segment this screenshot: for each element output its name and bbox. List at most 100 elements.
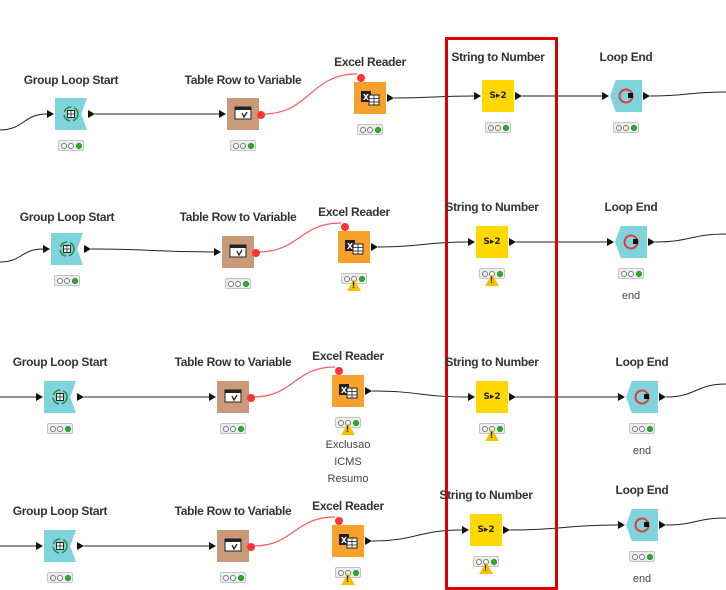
table-row-to-variable-icon[interactable] — [217, 381, 249, 413]
flow-variable-out-port[interactable] — [247, 394, 255, 402]
status-traffic-light[interactable] — [230, 140, 256, 151]
status-traffic-light[interactable] — [613, 122, 639, 133]
flow-variable-out-port[interactable] — [257, 111, 265, 119]
status-red-light — [49, 574, 56, 581]
input-port[interactable] — [209, 542, 216, 550]
status-traffic-light[interactable] — [54, 275, 80, 286]
output-port[interactable] — [387, 94, 394, 102]
node-annotation: end — [632, 573, 652, 585]
output-port[interactable] — [88, 110, 95, 118]
flow-variable-in-port[interactable] — [341, 223, 349, 231]
excel-reader-icon[interactable]: X — [338, 231, 370, 263]
variable-connection[interactable] — [262, 73, 358, 115]
data-connection[interactable] — [649, 91, 726, 97]
status-traffic-light[interactable] — [629, 423, 655, 434]
string-to-number-icon[interactable]: S▸2 — [476, 226, 508, 258]
input-port[interactable] — [43, 245, 50, 253]
flow-variable-in-port[interactable] — [335, 367, 343, 375]
status-traffic-light[interactable] — [220, 572, 246, 583]
data-connection[interactable] — [90, 248, 215, 253]
data-connection[interactable] — [665, 383, 726, 398]
status-traffic-light[interactable] — [58, 140, 84, 151]
warning-icon[interactable] — [485, 274, 499, 286]
warning-icon[interactable] — [485, 429, 499, 441]
string-to-number-icon[interactable]: S▸2 — [482, 80, 514, 112]
input-port[interactable] — [36, 542, 43, 550]
output-port[interactable] — [365, 387, 372, 395]
input-port[interactable] — [474, 92, 481, 100]
input-port[interactable] — [209, 393, 216, 401]
output-port[interactable] — [659, 521, 666, 529]
status-traffic-light[interactable] — [225, 278, 251, 289]
table-row-to-variable-icon[interactable] — [222, 236, 254, 268]
data-connection[interactable] — [371, 390, 469, 398]
output-port[interactable] — [659, 393, 666, 401]
output-port[interactable] — [77, 393, 84, 401]
data-connection[interactable] — [0, 113, 48, 131]
node-title: Table Row to Variable — [174, 504, 292, 518]
status-traffic-light[interactable] — [220, 423, 246, 434]
input-port[interactable] — [36, 393, 43, 401]
input-port[interactable] — [219, 110, 226, 118]
loop-end-icon[interactable] — [610, 80, 642, 112]
output-port[interactable] — [84, 245, 91, 253]
data-connection[interactable] — [654, 233, 726, 243]
status-traffic-light[interactable] — [47, 423, 73, 434]
output-port[interactable] — [515, 92, 522, 100]
status-red-light — [631, 425, 638, 432]
input-port[interactable] — [462, 526, 469, 534]
status-yellow-light — [628, 270, 634, 277]
warning-icon[interactable] — [341, 573, 355, 585]
flow-variable-in-port[interactable] — [335, 517, 343, 525]
loop-end-icon[interactable] — [626, 381, 658, 413]
input-port[interactable] — [214, 248, 221, 256]
flow-variable-out-port[interactable] — [252, 249, 260, 257]
string-to-number-icon[interactable]: S▸2 — [470, 514, 502, 546]
data-connection[interactable] — [377, 241, 469, 248]
string-to-number-icon[interactable]: S▸2 — [476, 381, 508, 413]
status-traffic-light[interactable] — [47, 572, 73, 583]
output-port[interactable] — [648, 238, 655, 246]
input-port[interactable] — [618, 521, 625, 529]
variable-connection[interactable] — [257, 222, 342, 253]
table-row-to-variable-icon[interactable] — [227, 98, 259, 130]
excel-reader-icon[interactable]: X — [332, 375, 364, 407]
output-port[interactable] — [509, 393, 516, 401]
flow-variable-out-port[interactable] — [247, 543, 255, 551]
status-traffic-light[interactable] — [629, 551, 655, 562]
input-port[interactable] — [47, 110, 54, 118]
variable-connection[interactable] — [252, 366, 336, 398]
status-green-light — [64, 425, 71, 432]
input-port[interactable] — [602, 92, 609, 100]
warning-icon[interactable] — [479, 562, 493, 574]
data-connection[interactable] — [665, 517, 726, 526]
data-connection[interactable] — [371, 529, 463, 542]
input-port[interactable] — [468, 238, 475, 246]
output-port[interactable] — [509, 238, 516, 246]
loop-end-icon[interactable] — [626, 509, 658, 541]
output-port[interactable] — [503, 526, 510, 534]
input-port[interactable] — [468, 393, 475, 401]
flow-variable-in-port[interactable] — [357, 74, 365, 82]
data-connection[interactable] — [393, 95, 475, 99]
output-port[interactable] — [643, 92, 650, 100]
variable-connection[interactable] — [252, 516, 336, 547]
data-connection[interactable] — [509, 524, 619, 531]
output-port[interactable] — [365, 537, 372, 545]
warning-icon[interactable] — [347, 279, 361, 291]
status-traffic-light[interactable] — [485, 122, 511, 133]
status-traffic-light[interactable] — [357, 124, 383, 135]
input-port[interactable] — [618, 393, 625, 401]
table-row-to-variable-icon[interactable] — [217, 530, 249, 562]
excel-reader-icon[interactable]: X — [354, 82, 386, 114]
output-port[interactable] — [77, 542, 84, 550]
data-connection[interactable] — [0, 248, 44, 263]
excel-reader-icon[interactable]: X — [332, 525, 364, 557]
status-traffic-light[interactable] — [618, 268, 644, 279]
loop-end-icon[interactable] — [615, 226, 647, 258]
input-port[interactable] — [607, 238, 614, 246]
output-port[interactable] — [371, 243, 378, 251]
warning-icon[interactable] — [341, 423, 355, 435]
node-title: Excel Reader — [334, 55, 406, 69]
